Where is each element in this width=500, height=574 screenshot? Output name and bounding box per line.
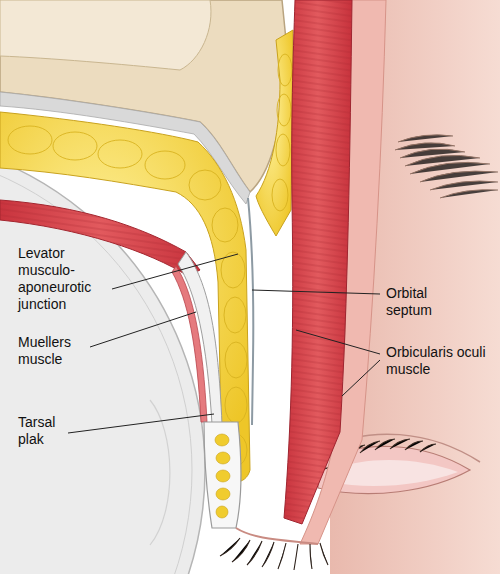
lid-margin [236, 528, 318, 544]
meibomian-glands [215, 434, 230, 518]
tarsal-plate [204, 422, 241, 528]
part-label: Muellers muscle [18, 334, 88, 368]
fat-lobules [8, 126, 247, 466]
muellers-muscle [172, 266, 207, 422]
brow-fat-lobules [272, 54, 292, 211]
part-label: Orbital septum [386, 285, 448, 319]
brow-hair [395, 135, 498, 198]
orbicularis-oculi [284, 0, 352, 524]
eye-globe [0, 135, 205, 574]
lashes [220, 538, 328, 570]
part-label: Levator musculo- aponeurotic junction [18, 245, 106, 313]
orbital-septum [248, 198, 253, 425]
bone-cortex [0, 0, 211, 70]
orbicularis-fibers [284, 0, 352, 524]
part-label: Orbicularis oculi muscle [386, 344, 486, 378]
part-label: Tarsal plak [18, 414, 66, 448]
leader-lines [68, 254, 380, 433]
brow-fat [256, 30, 293, 236]
